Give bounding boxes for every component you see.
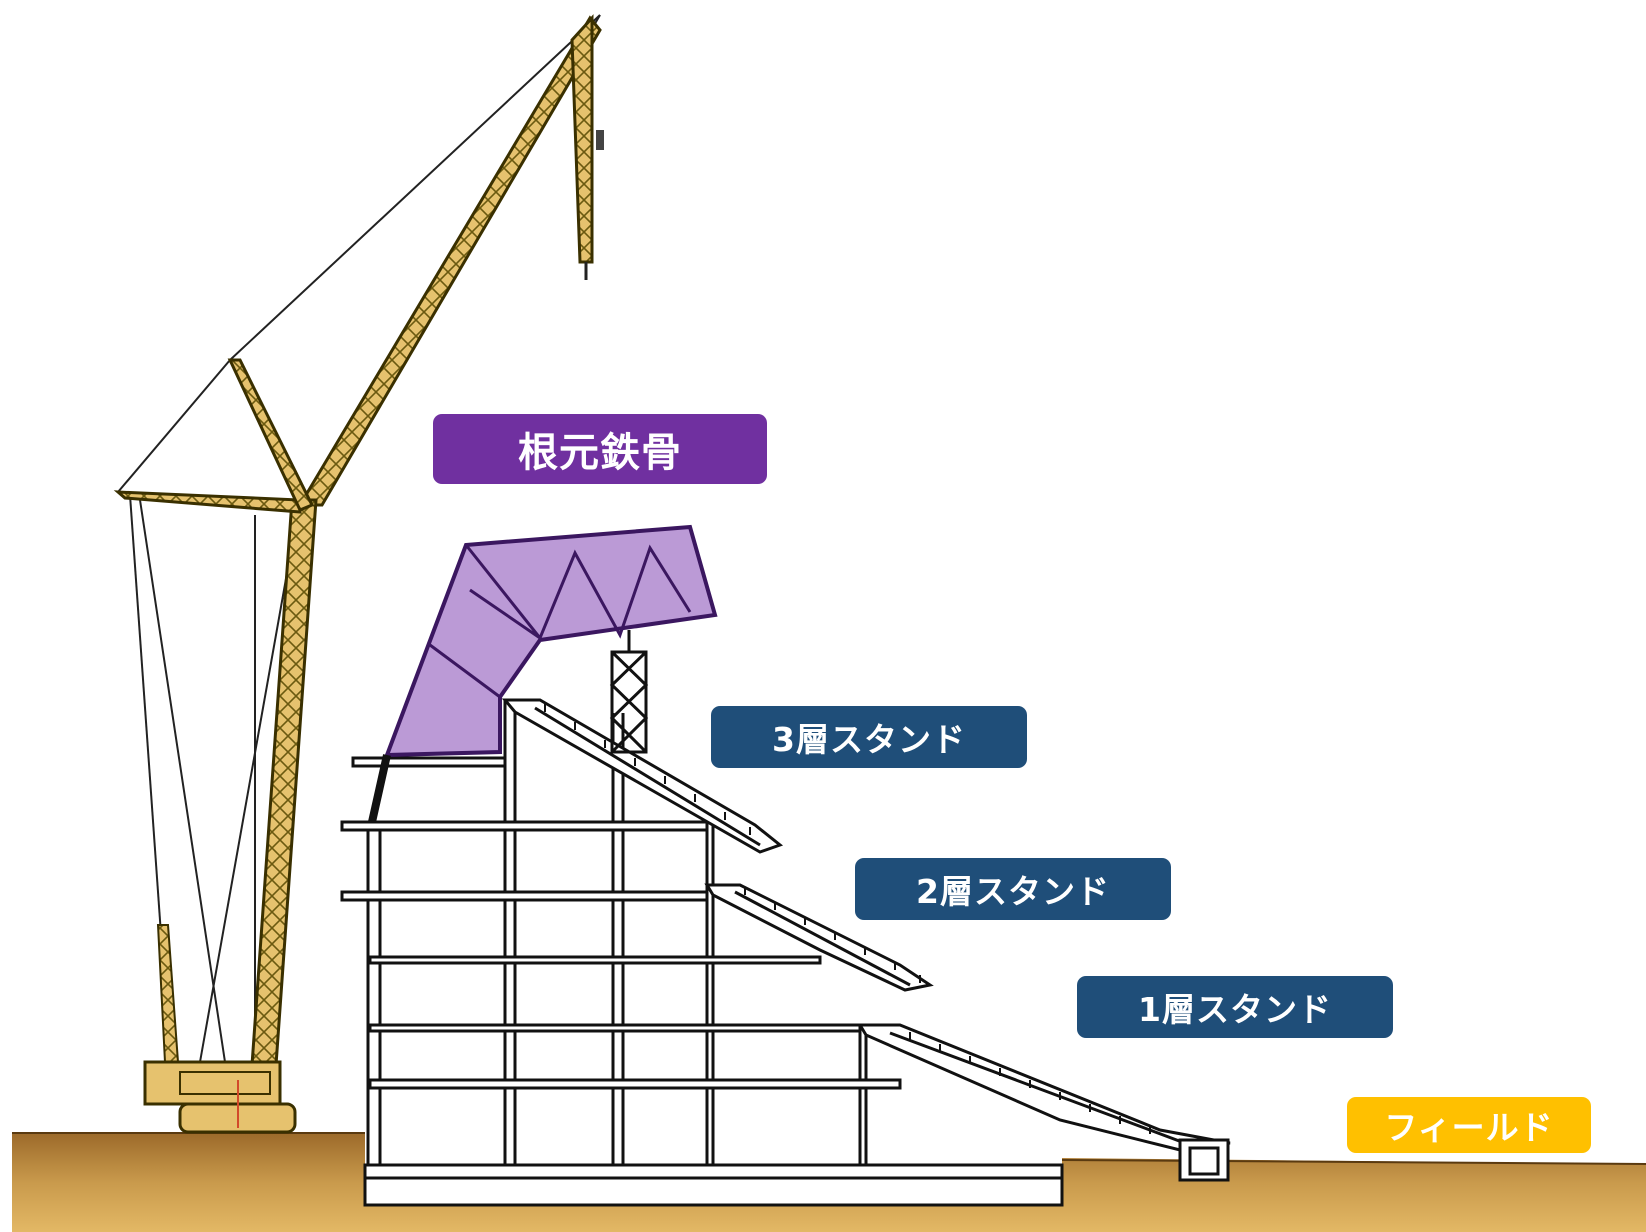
support-tower [609,630,649,754]
stand-1-label: 1層スタンド [1077,976,1393,1038]
stand-2-label: 2層スタンド [855,858,1171,920]
root-steel-label: 根元鉄骨 [433,414,767,484]
stand-3-label: 3層スタンド [711,706,1027,768]
field-label: フィールド [1347,1097,1591,1153]
crawler-crane [113,14,604,1134]
stadium-structure [340,698,1231,1207]
root-steel-truss [368,524,718,823]
